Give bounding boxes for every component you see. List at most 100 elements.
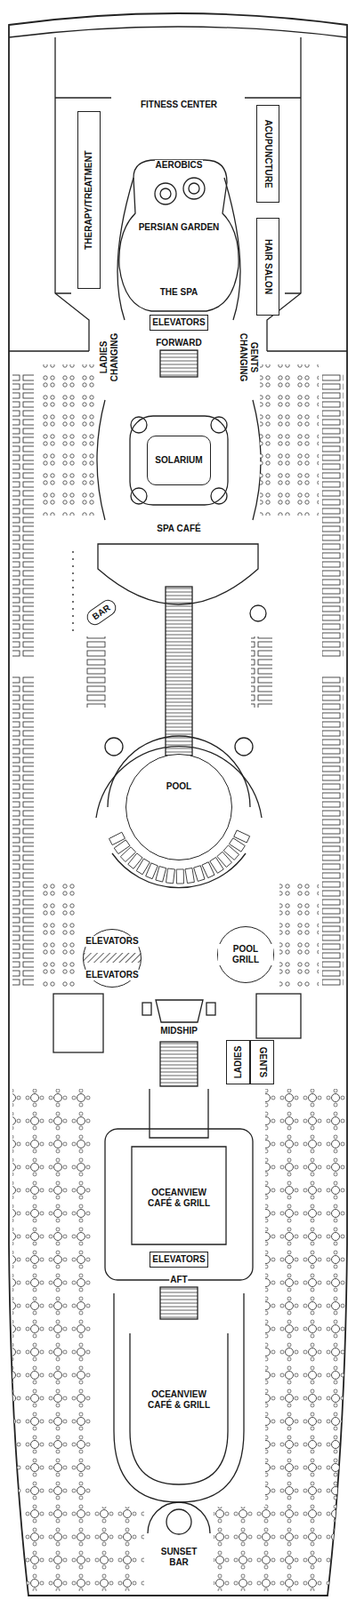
elevator-box: ELEVATORS — [149, 1253, 209, 1270]
area-label: FORWARD — [154, 338, 203, 349]
loungers — [322, 676, 344, 988]
post — [206, 1003, 216, 1017]
solarium-ring — [129, 416, 228, 506]
room-name: POOL GRILL — [218, 945, 274, 967]
lounger — [155, 867, 167, 884]
bar-capsule: BAR — [83, 597, 120, 629]
area-label: SPA CAFÉ — [155, 524, 202, 535]
post — [142, 1003, 152, 1017]
hot-tub — [105, 738, 123, 757]
loungers — [322, 373, 344, 659]
room-name: OCEANVIEW CAFÉ & GRILL — [146, 1391, 211, 1413]
chairs — [39, 881, 79, 988]
elevator-oval: ELEVATORS ELEVATORS — [82, 930, 142, 989]
elevator-hatch — [81, 954, 145, 964]
lounger — [166, 869, 176, 885]
cafe-outline — [105, 1130, 253, 1282]
deck-walls — [8, 13, 348, 1598]
hull — [8, 13, 348, 1598]
acupuncture-room: ACUPUNCTURE — [256, 105, 280, 203]
midship-block — [53, 995, 104, 1054]
area-label: AFT — [169, 1276, 188, 1287]
room-name: POOL — [165, 782, 193, 793]
room-name: THERAPY/TREATMENT — [83, 113, 95, 288]
changing-room: GENTS CHANGING — [234, 325, 262, 390]
room-name: ELEVATORS — [151, 317, 206, 329]
chairs — [39, 364, 98, 517]
tables — [12, 1090, 93, 1509]
chairs — [259, 364, 319, 517]
room-name: ACUPUNCTURE — [262, 106, 274, 202]
loungers — [12, 676, 34, 988]
room-name: OCEANVIEW CAFÉ & GRILL — [146, 1189, 211, 1211]
room-name: GENTS CHANGING — [237, 327, 259, 389]
midship-structure — [149, 1090, 209, 1140]
room-name: FITNESS CENTER — [139, 99, 219, 111]
tables — [213, 1508, 340, 1594]
sunset-bar — [147, 1504, 211, 1536]
solarium-arc — [97, 400, 261, 521]
midship-stairs — [160, 1043, 198, 1088]
loungers — [12, 373, 34, 659]
cafe-outline — [113, 1294, 244, 1505]
garden-feature — [183, 178, 205, 200]
lounger — [176, 870, 184, 885]
chairs — [279, 881, 319, 988]
room-name: ELEVATORS — [151, 1255, 206, 1267]
cafe-inner — [129, 1335, 228, 1487]
spa-outline — [119, 160, 239, 312]
deck-furniture — [12, 364, 346, 1594]
lounger — [109, 833, 126, 846]
changing-room: LADIES CHANGING — [96, 325, 123, 390]
bar-label: SUNSET BAR — [155, 1548, 203, 1570]
pool-grill-circle: POOL GRILL — [217, 927, 275, 985]
midship-block — [256, 995, 301, 1040]
garden-feature — [160, 188, 171, 200]
room-name: AEROBICS — [154, 160, 204, 171]
cafe-inner — [131, 1148, 227, 1246]
room-name: HAIR SALON — [262, 219, 274, 315]
garden-feature — [154, 183, 177, 205]
planter — [210, 488, 227, 505]
planter — [210, 417, 227, 434]
bar-dots — [72, 551, 73, 632]
tables — [17, 1508, 145, 1594]
lounger — [185, 869, 195, 885]
loungers — [85, 637, 107, 709]
spa-curve — [117, 178, 241, 321]
room-name: GENTS — [257, 1043, 268, 1085]
planter — [250, 606, 267, 623]
loungers — [250, 637, 273, 709]
area-label: MIDSHIP — [159, 1027, 199, 1038]
treatment-room: THERAPY/TREATMENT — [77, 111, 101, 290]
garden-feature — [188, 183, 200, 195]
room-name: SOLARIUM — [153, 455, 203, 467]
planter — [130, 488, 147, 505]
room-name: BAR — [89, 602, 114, 623]
aft-stairs — [160, 1288, 198, 1321]
room-name: LADIES — [233, 1043, 244, 1085]
hot-tub — [234, 738, 253, 757]
room-name: LADIES CHANGING — [98, 327, 121, 389]
room-name: ELEVATORS — [84, 970, 139, 982]
room-name: PERSIAN GARDEN — [137, 222, 221, 234]
restroom-box: GENTS — [250, 1041, 275, 1086]
cafe-area: OCEANVIEW CAFÉ & GRILL — [146, 1357, 211, 1447]
spa-area: PERSIAN GARDEN THE SPA — [124, 222, 234, 299]
bar-counter — [155, 1001, 203, 1024]
bow-line — [8, 26, 348, 38]
room-name: THE SPA — [159, 287, 200, 299]
solarium-box: SOLARIUM — [146, 436, 211, 486]
stairs — [160, 350, 198, 378]
planter — [130, 417, 147, 434]
pool-circle: POOL — [125, 754, 233, 862]
restroom-box: LADIES — [226, 1041, 251, 1086]
elevator-box: ELEVATORS — [149, 315, 209, 332]
tables — [265, 1090, 346, 1509]
lounger — [194, 866, 205, 883]
room-name: ELEVATORS — [84, 937, 139, 948]
pool-stairs — [165, 587, 193, 757]
cafe-area: OCEANVIEW CAFÉ & GRILL — [146, 1157, 211, 1243]
hair-salon-room: HAIR SALON — [256, 218, 280, 316]
